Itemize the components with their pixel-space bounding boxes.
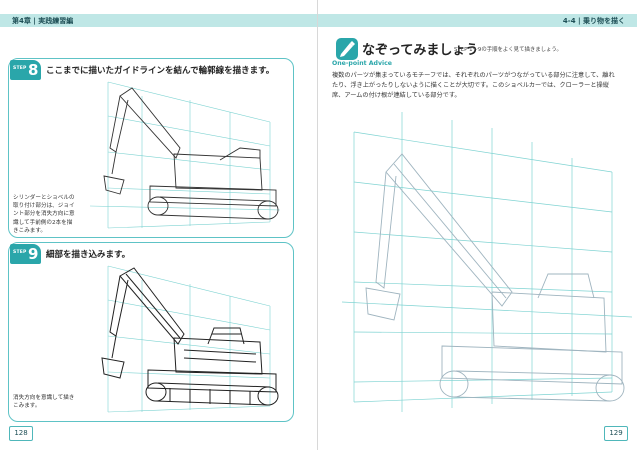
header-band (0, 14, 318, 27)
page-number: 129 (604, 426, 628, 441)
step-8-caption: シリンダーとショベルの取り付け部分は、ジョイント部分を消失方向に意識して手前側の… (13, 195, 75, 234)
step-9-excavator-illustration (101, 265, 279, 413)
step-word: STEP (13, 250, 27, 255)
step-8-panel (8, 58, 294, 238)
chapter-label: 4-4 | 乗り物を描く (562, 17, 625, 25)
step-8-title: ここまでに描いたガイドラインを結んで輪郭線を描きます。 (46, 66, 275, 76)
step-8-excavator-illustration (89, 81, 281, 229)
chapter-label: 第4章 | 実践練習編 (12, 17, 74, 25)
header-band (318, 14, 637, 27)
step-number: 9 (28, 245, 39, 263)
step-number: 8 (28, 61, 39, 79)
step-8-badge: STEP 8 (10, 60, 41, 80)
page-title: なぞってみましょう (362, 43, 479, 58)
left-page: 第4章 | 実践練習編 STEP 8 ここまでに描いたガイドラインを結んで輪郭線… (0, 0, 318, 450)
pencil-icon (336, 38, 358, 60)
advice-heading: One-point Advice (332, 60, 392, 67)
step-word: STEP (13, 66, 27, 71)
tracing-excavator-illustration (342, 112, 632, 412)
step-9-badge: STEP 9 (10, 244, 41, 264)
page-subtitle: STEP 1〜9の手順をよく見て描きましょう。 (454, 47, 562, 53)
page-number: 128 (9, 426, 33, 441)
step-9-panel (8, 242, 294, 422)
step-9-caption: 消失方向を意識して描きこみます。 (13, 395, 75, 410)
advice-text: 複数のパーツが集まっているモチーフでは、それぞれのパーツがつながっている部分に注… (332, 72, 615, 99)
right-page: 4-4 | 乗り物を描く なぞってみましょう STEP 1〜9の手順をよく見て描… (318, 0, 637, 450)
page-spine (317, 0, 318, 450)
step-9-title: 細部を描き込みます。 (46, 250, 131, 260)
